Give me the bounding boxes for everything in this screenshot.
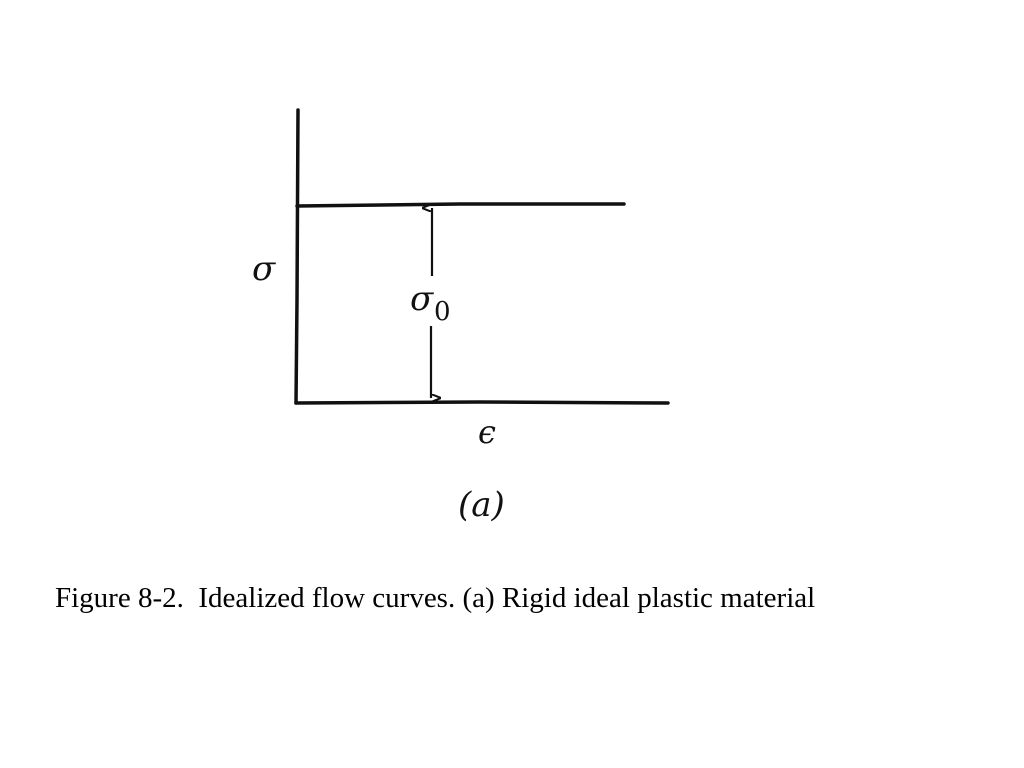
panel-label: (a) <box>458 485 505 525</box>
flow-curve-line <box>295 202 626 208</box>
stress-axis <box>294 108 300 405</box>
y-axis-label: σ <box>252 249 276 289</box>
figure-caption: Figure 8-2. Idealized flow curves. (a) R… <box>55 582 816 614</box>
strain-axis <box>294 400 670 405</box>
yield-stress-label: σ <box>410 279 434 319</box>
x-axis-label: ϵ <box>478 413 496 451</box>
yield-stress-subscript: 0 <box>434 297 451 327</box>
